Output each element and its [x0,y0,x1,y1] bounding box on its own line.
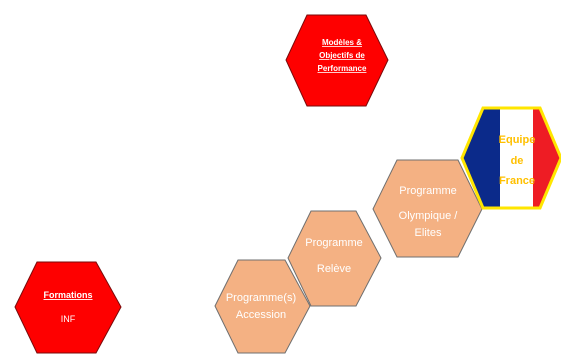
accession-hexagon-line-2: Accession [236,309,286,321]
releve-hexagon-shape [287,210,382,307]
olympique-hexagon: Programme Olympique / Elites [372,159,483,258]
top-hexagon: Modèles & Objectifs de Performance [285,14,389,107]
accession-hexagon-line-1: Programme(s) [226,292,296,304]
top-hexagon-line-2: Objectifs de [319,51,365,60]
formations-hexagon-shape [14,261,122,354]
formations-hexagon: Formations INF [14,261,122,354]
olympique-hexagon-line-1: Programme [399,185,456,197]
france-hexagon-line-1: Equipe [499,134,536,146]
olympique-hexagon-line-3: Elites [415,227,442,239]
releve-hexagon-line-2: Relève [317,263,351,275]
top-hexagon-line-1: Modèles & [322,38,362,47]
france-hexagon-line-2: de [511,155,524,167]
accession-hexagon: Programme(s) Accession [214,259,311,354]
formations-hexagon-title: Formations [43,290,92,300]
france-hexagon-line-3: France [499,175,535,187]
releve-hexagon-line-1: Programme [305,237,362,249]
france-hexagon-border [460,106,561,210]
top-hexagon-line-3: Performance [318,64,367,73]
olympique-hexagon-line-2: Olympique / [399,210,459,222]
releve-hexagon: Programme Relève [287,210,382,307]
olympique-hexagon-shape [372,159,483,258]
formations-hexagon-subtitle: INF [61,314,76,324]
top-hexagon-shape [285,14,389,107]
accession-hexagon-shape [214,259,311,354]
